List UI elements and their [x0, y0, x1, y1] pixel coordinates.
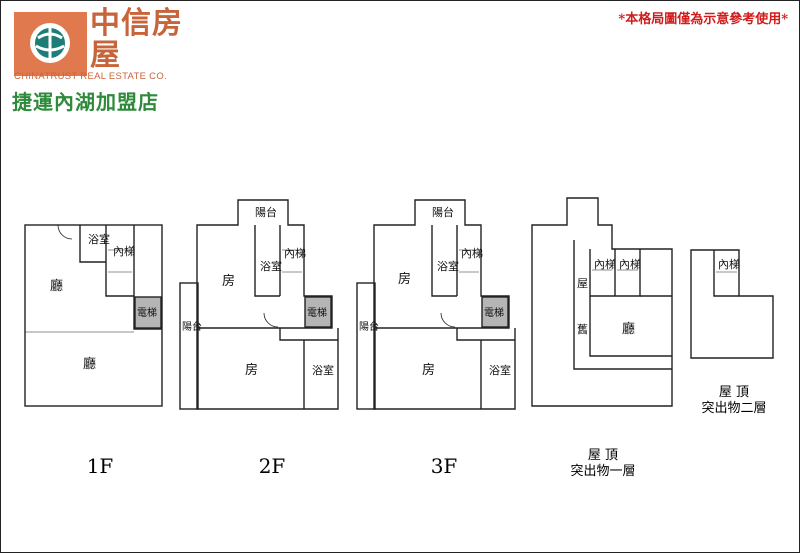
floor-label-1f: 1F — [86, 454, 114, 478]
floor-label-3f: 3F — [430, 454, 458, 478]
bath-label-1f: 浴室 — [88, 232, 110, 246]
side-balcony-label-2f: 陽台 — [182, 320, 202, 333]
balcony-label-2f: 陽台 — [255, 205, 277, 219]
elevator-label-3f: 電梯 — [484, 306, 504, 319]
stair-label-2f: 內梯 — [284, 247, 306, 260]
brand-name: 中信房屋 — [90, 6, 183, 73]
branch-name: 捷運內湖加盟店 — [12, 90, 159, 114]
stair-label-r1-b: 內梯 — [619, 258, 641, 271]
roof-level-2-plan: 內梯 — [690, 249, 774, 359]
living-label-1f-top: 廳 — [50, 278, 63, 294]
stair-label-r1-a: 內梯 — [594, 258, 616, 271]
roof-level-2-label-line1: 屋 頂 — [718, 385, 750, 400]
bath-label-2f: 浴室 — [260, 259, 282, 273]
floor-3f-plan: 陽台 浴室 內梯 電梯 房 房 浴室 陽台 — [356, 199, 516, 410]
roof-level-2-label: 屋 頂 突出物二層 — [679, 385, 789, 417]
balcony-label-3f: 陽台 — [432, 205, 454, 219]
roof-level-1-plan: 屋 內梯 內梯 舊 廳 — [531, 197, 673, 407]
stair-label-1f: 內梯 — [113, 245, 135, 258]
globe-icon — [30, 23, 70, 63]
brand-logo — [14, 12, 87, 76]
floor-1f-plan: 浴室 內梯 電梯 廳 廳 — [24, 224, 163, 407]
brand-english-name: CHINATRUST REAL ESTATE CO. — [14, 71, 167, 82]
bath-label-3f-b: 浴室 — [489, 363, 511, 377]
disclaimer-text: *本格局圖僅為示意參考使用* — [618, 12, 788, 27]
bath-label-2f-b: 浴室 — [312, 363, 334, 377]
side-balcony-label-3f: 陽台 — [359, 320, 379, 333]
stair-label-r2: 內梯 — [718, 258, 740, 271]
bedroom-label-3f-top: 房 — [398, 271, 411, 287]
roof-level-1-label-line1: 屋 頂 — [587, 448, 619, 463]
elevator-2f — [304, 296, 332, 328]
living-label-r1: 廳 — [622, 321, 635, 337]
roof-house-label-r1: 屋 — [577, 277, 588, 290]
living-label-1f-bottom: 廳 — [83, 356, 96, 372]
elevator-label-2f: 電梯 — [307, 306, 327, 319]
roof-level-2-label-line2: 突出物二層 — [701, 401, 767, 416]
elevator-1f — [134, 296, 162, 329]
elevator-3f — [481, 296, 509, 328]
elevator-label-1f: 電梯 — [137, 306, 157, 319]
bedroom-label-2f-bottom: 房 — [245, 362, 258, 378]
floor-label-2f: 2F — [258, 454, 286, 478]
roof-level-1-label: 屋 頂 突出物一層 — [548, 448, 658, 480]
floor-2f-plan: 陽台 浴室 內梯 電梯 房 房 浴室 陽台 — [179, 199, 339, 410]
bedroom-label-2f-top: 房 — [222, 273, 235, 289]
storage-label-r1: 舊 — [577, 322, 588, 336]
stair-label-3f: 內梯 — [461, 247, 483, 260]
roof-level-1-label-line2: 突出物一層 — [570, 464, 636, 479]
bedroom-label-3f-bottom: 房 — [422, 362, 435, 378]
bath-label-3f: 浴室 — [437, 259, 459, 273]
